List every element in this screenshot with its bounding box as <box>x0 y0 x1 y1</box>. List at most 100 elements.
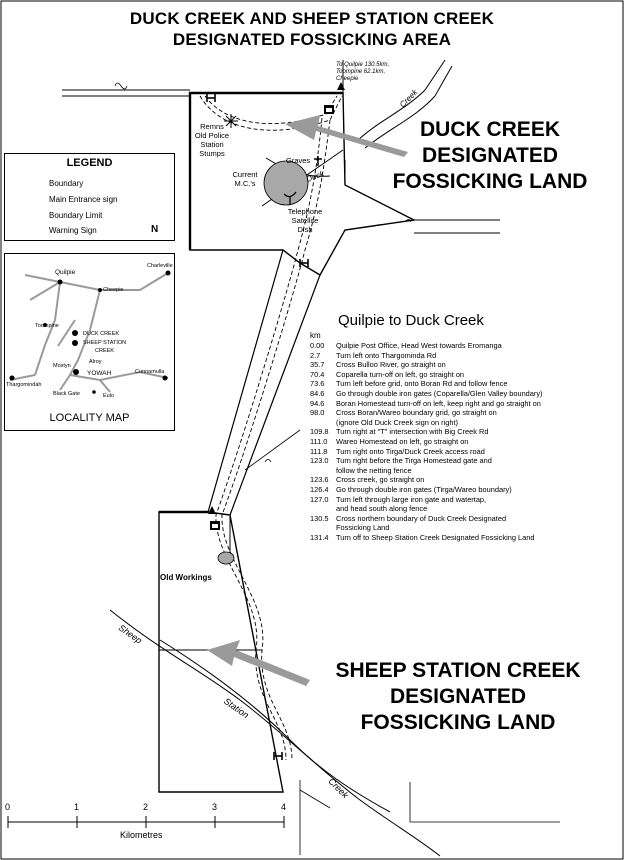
duck-label-line1: DUCK CREEK <box>419 118 560 141</box>
remns-line3: Station <box>200 140 224 149</box>
route-step-text-line1: Cross creek, go straight on <box>336 475 425 485</box>
route-step-text-line1: Coparella turn-off on left, go straight … <box>336 369 465 379</box>
telephone-line1: Telephone <box>287 207 323 216</box>
route-step-text-line1: Go through double iron gates (Tirga/Ware… <box>336 484 512 494</box>
route-step: 111.8 Turn right onto Tirga/Duck Creek ac… <box>310 447 622 457</box>
town-thargomindah: Thargomindah <box>6 382 42 388</box>
route-step-text: Cross Boran/Wareo boundary grid, go stra… <box>336 408 622 427</box>
legend-title: LEGEND <box>66 157 113 169</box>
route-step-text-line1: Turn left onto Thargominda Rd <box>336 350 437 360</box>
scale-label: Kilometres <box>120 830 163 840</box>
arrow-duck-creek <box>285 115 408 157</box>
route-step-text: Turn left onto Thargominda Rd <box>336 351 622 361</box>
map-title-line2: DESIGNATED FOSSICKING AREA <box>172 30 452 49</box>
fence-corridor <box>244 429 301 471</box>
route-step-km: 111.8 <box>310 446 328 456</box>
old-workings-label: Old Workings <box>160 573 212 582</box>
route-step-text-line2: (ignore Old Duck Creek sign on right) <box>336 417 458 427</box>
route-step-text-line1: Cross northern boundary of Duck Creek De… <box>336 513 507 523</box>
route-step-text-line2: follow the netting fence <box>336 465 412 475</box>
route-step-text: Cross Bulloo River, go straight on <box>336 360 622 370</box>
main-entrance-icon <box>337 82 345 90</box>
locality-map-drawing <box>9 272 169 393</box>
route-step-text: Wareo Homestead on left, go straight on <box>336 437 622 447</box>
duck-creek-area-label: DUCK CREEK DESIGNATED FOSSICKING LAND <box>375 117 605 195</box>
legend-item-boundary-limit: Boundary Limit <box>49 211 103 220</box>
town-yowah: YOWAH <box>87 370 112 377</box>
route-step: 35.7 Cross Bulloo River, go straight on <box>310 360 622 370</box>
remns-line4: Stumps <box>199 149 225 158</box>
to-quilpie-line2: Toompine 62.1km, <box>336 69 386 75</box>
route-step-text: Turn off to Sheep Station Creek Designat… <box>336 533 622 543</box>
route-step: 98.0 Cross Boran/Wareo boundary grid, go … <box>310 408 622 427</box>
graves-label: Graves <box>286 156 311 165</box>
fence-mark-2 <box>404 219 412 223</box>
telephone-line3: Dish <box>297 225 313 234</box>
map-title-line1: DUCK CREEK AND SHEEP STATION CREEK <box>129 9 495 28</box>
ruins-star-icon <box>224 114 238 128</box>
to-quilpie-line3: Cheepie <box>336 76 359 82</box>
sheep-station-area-label: SHEEP STATION CREEK DESIGNATED FOSSICKIN… <box>310 658 606 736</box>
sheep-label-line2: DESIGNATED <box>389 685 527 708</box>
corridor-west-line <box>207 249 284 513</box>
legend-item-boundary: Boundary <box>49 179 84 188</box>
to-quilpie-line1: To Quilpie 130.5km, <box>336 62 390 68</box>
telephone-label: Telephone Satellite Dish <box>282 207 328 234</box>
duck-creek-boundary-edge <box>188 91 343 250</box>
route-step-km: 98.0 <box>310 408 325 418</box>
to-quilpie-label: To Quilpie 130.5km, Toompine 62.1km, Che… <box>336 62 389 83</box>
satellite-dish-icon <box>283 191 297 204</box>
track-main-1 <box>221 119 331 761</box>
locality-map-box: Quilpie Charleville Cheepie Toompine DUC… <box>4 253 175 431</box>
route-step-text: Turn left before grid, onto Boran Rd and… <box>336 379 622 389</box>
fence-mark-3 <box>264 459 272 463</box>
town-cheepie: Cheepie <box>103 287 124 293</box>
route-step-km: 70.4 <box>310 369 325 379</box>
route-step-text: Turn right onto Tirga/Duck Creek access … <box>336 447 622 457</box>
route-step: 2.7 Turn left onto Thargominda Rd <box>310 351 622 361</box>
track-main-2 <box>215 117 323 761</box>
route-step-km: 2.7 <box>310 350 321 360</box>
route-km-header: km <box>310 331 321 340</box>
locality-map-markers <box>9 270 171 394</box>
route-step-text: Cross northern boundary of Duck Creek De… <box>336 514 622 533</box>
route-step-text-line1: Turn right onto Tirga/Duck Creek access … <box>336 446 485 456</box>
boundary-limit-icon <box>299 259 309 267</box>
route-step-text-line1: Quilpie Post Office, Head West towards E… <box>336 341 502 350</box>
route-step-text-line1: Turn left through large iron gate and wa… <box>336 494 487 504</box>
legend-item-warning: Warning Sign <box>49 226 97 235</box>
route-step-text-line1: Cross Bulloo River, go straight on <box>336 360 446 370</box>
town-quilpie: Quilpie <box>55 269 76 276</box>
route-step-km: 35.7 <box>310 360 325 370</box>
route-step-text: Turn right at "T" intersection with Big … <box>336 427 622 437</box>
old-workings-area <box>217 551 235 565</box>
sheep-creek-line-1 <box>109 609 441 857</box>
creek-ne-line-1 <box>357 59 446 141</box>
route-step: 130.5 Cross northern boundary of Duck Cre… <box>310 514 622 533</box>
duck-label-line2: DESIGNATED <box>421 144 559 167</box>
route-step: 123.6 Cross creek, go straight on <box>310 475 622 485</box>
route-step-km: 126.4 <box>310 484 329 494</box>
route-step: 126.4 Go through double iron gates (Tirga… <box>310 485 622 495</box>
town-alroy: Alroy <box>89 359 102 365</box>
current-mcs-line1: Current <box>232 170 258 179</box>
route-step-text: Turn left through large iron gate and wa… <box>336 495 622 514</box>
route-step-text: Coparella turn-off on left, go straight … <box>336 370 622 380</box>
route-step-text-line1: Turn right at "T" intersection with Big … <box>336 427 489 437</box>
route-step-text-line1: Turn right before the Tirga Homestead ga… <box>336 456 492 466</box>
route-step-text: Go through double iron gates (Tirga/Ware… <box>336 485 622 495</box>
arrow-sheep-station <box>207 640 310 686</box>
warning-sign-icon <box>210 521 220 530</box>
route-step-km: 130.5 <box>310 513 329 523</box>
sheep-label-line3: FOSSICKING LAND <box>360 711 556 734</box>
current-mcs-line2: M.C.'s <box>234 179 256 188</box>
route-step-text-line1: Wareo Homestead on left, go straight on <box>336 436 469 446</box>
town-sheep-station: SHEEP STATION <box>83 340 127 346</box>
route-step-km: 123.6 <box>310 475 329 485</box>
route-step: 70.4 Coparella turn-off on left, go strai… <box>310 370 622 380</box>
